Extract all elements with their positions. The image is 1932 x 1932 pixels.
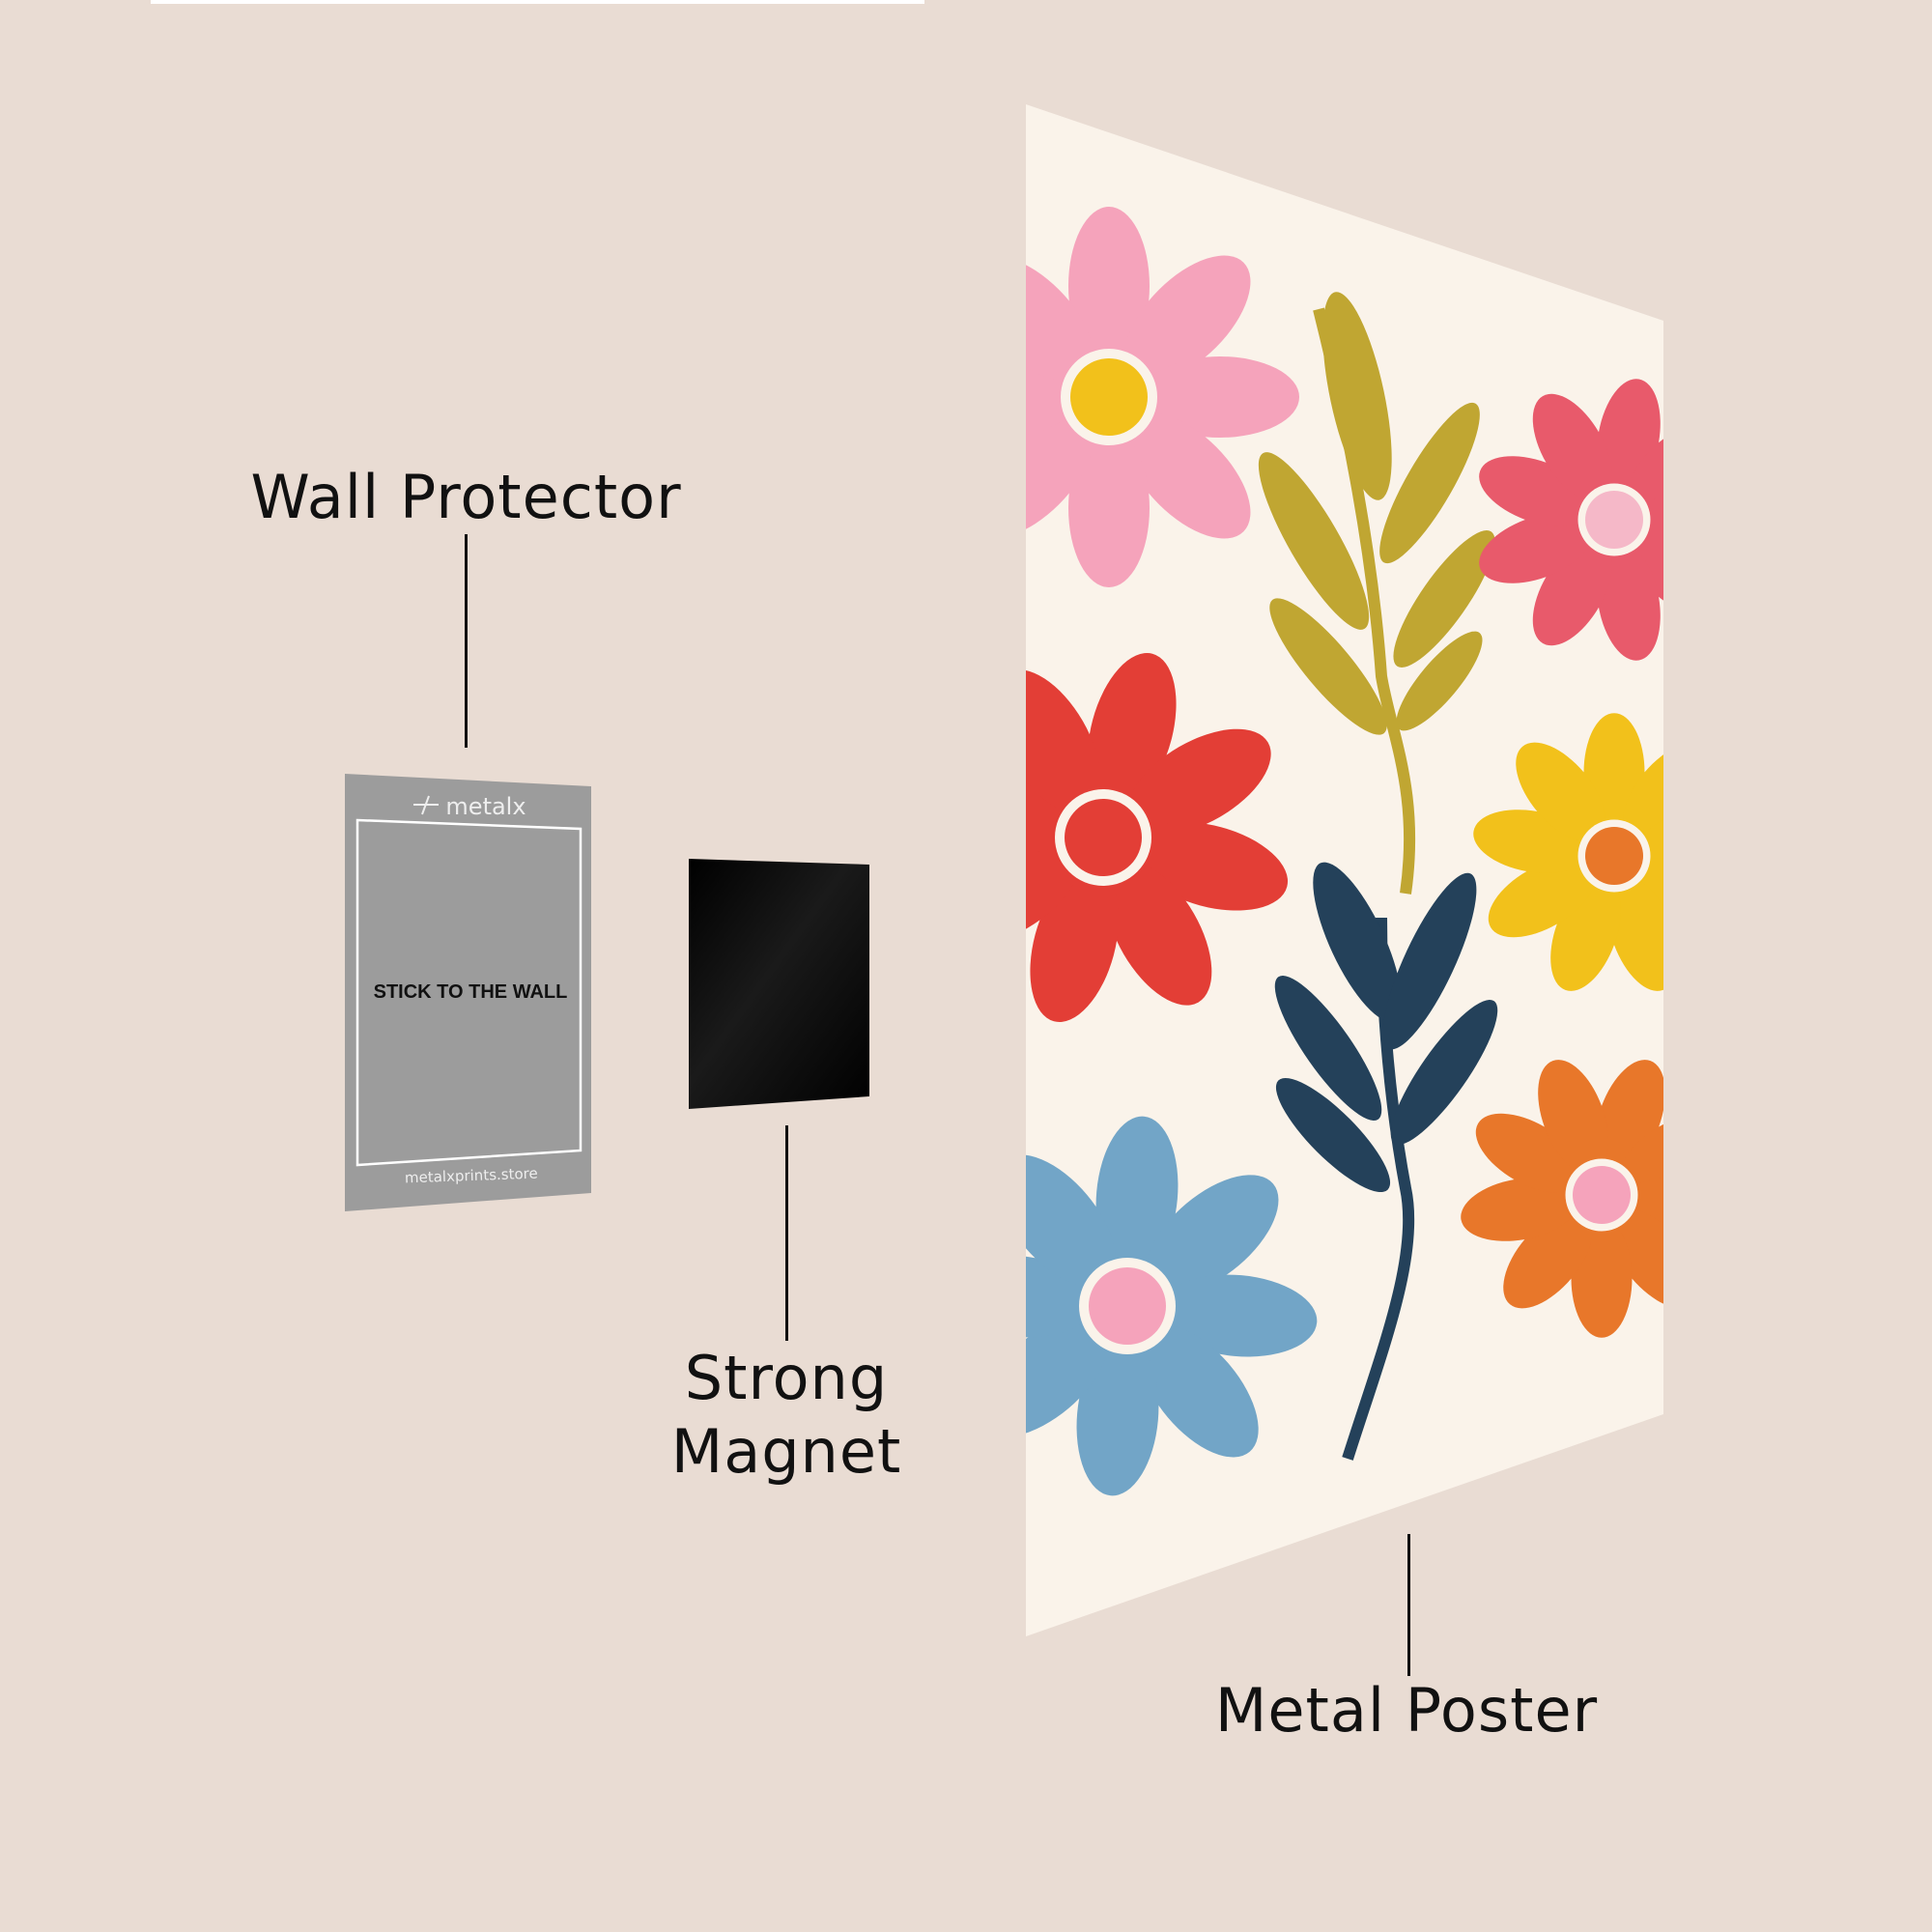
strong-magnet-label-line2: Magnet: [670, 1416, 902, 1487]
red-flower: [1026, 652, 1289, 1023]
blue-flower: [1026, 1116, 1318, 1496]
protector-footer-text: metalxprints.store: [405, 1165, 538, 1187]
wall-protector: metalx STICK TO THE WALL metalxprints.st…: [345, 774, 591, 1211]
top-strip: [151, 0, 924, 4]
metalx-logo-icon: [413, 795, 439, 815]
magnet: [689, 859, 869, 1109]
strong-magnet-label-line1: Strong: [684, 1343, 889, 1413]
protector-center-text: STICK TO THE WALL: [374, 981, 568, 1003]
metal-poster-label: Metal Poster: [1214, 1675, 1599, 1746]
magnet-leader-line: [785, 1125, 788, 1341]
coral-flower: [1479, 379, 1663, 661]
orange-flower: [1461, 1060, 1663, 1338]
wall-protector-label: Wall Protector: [250, 462, 682, 532]
poster-leader-line: [1407, 1534, 1410, 1676]
wall-protector-leader-line: [465, 534, 468, 748]
yellow-flower: [1473, 713, 1663, 991]
pink-flower: [1026, 207, 1299, 587]
metal-poster: [1026, 104, 1663, 1636]
protector-brand: metalx: [445, 793, 526, 820]
